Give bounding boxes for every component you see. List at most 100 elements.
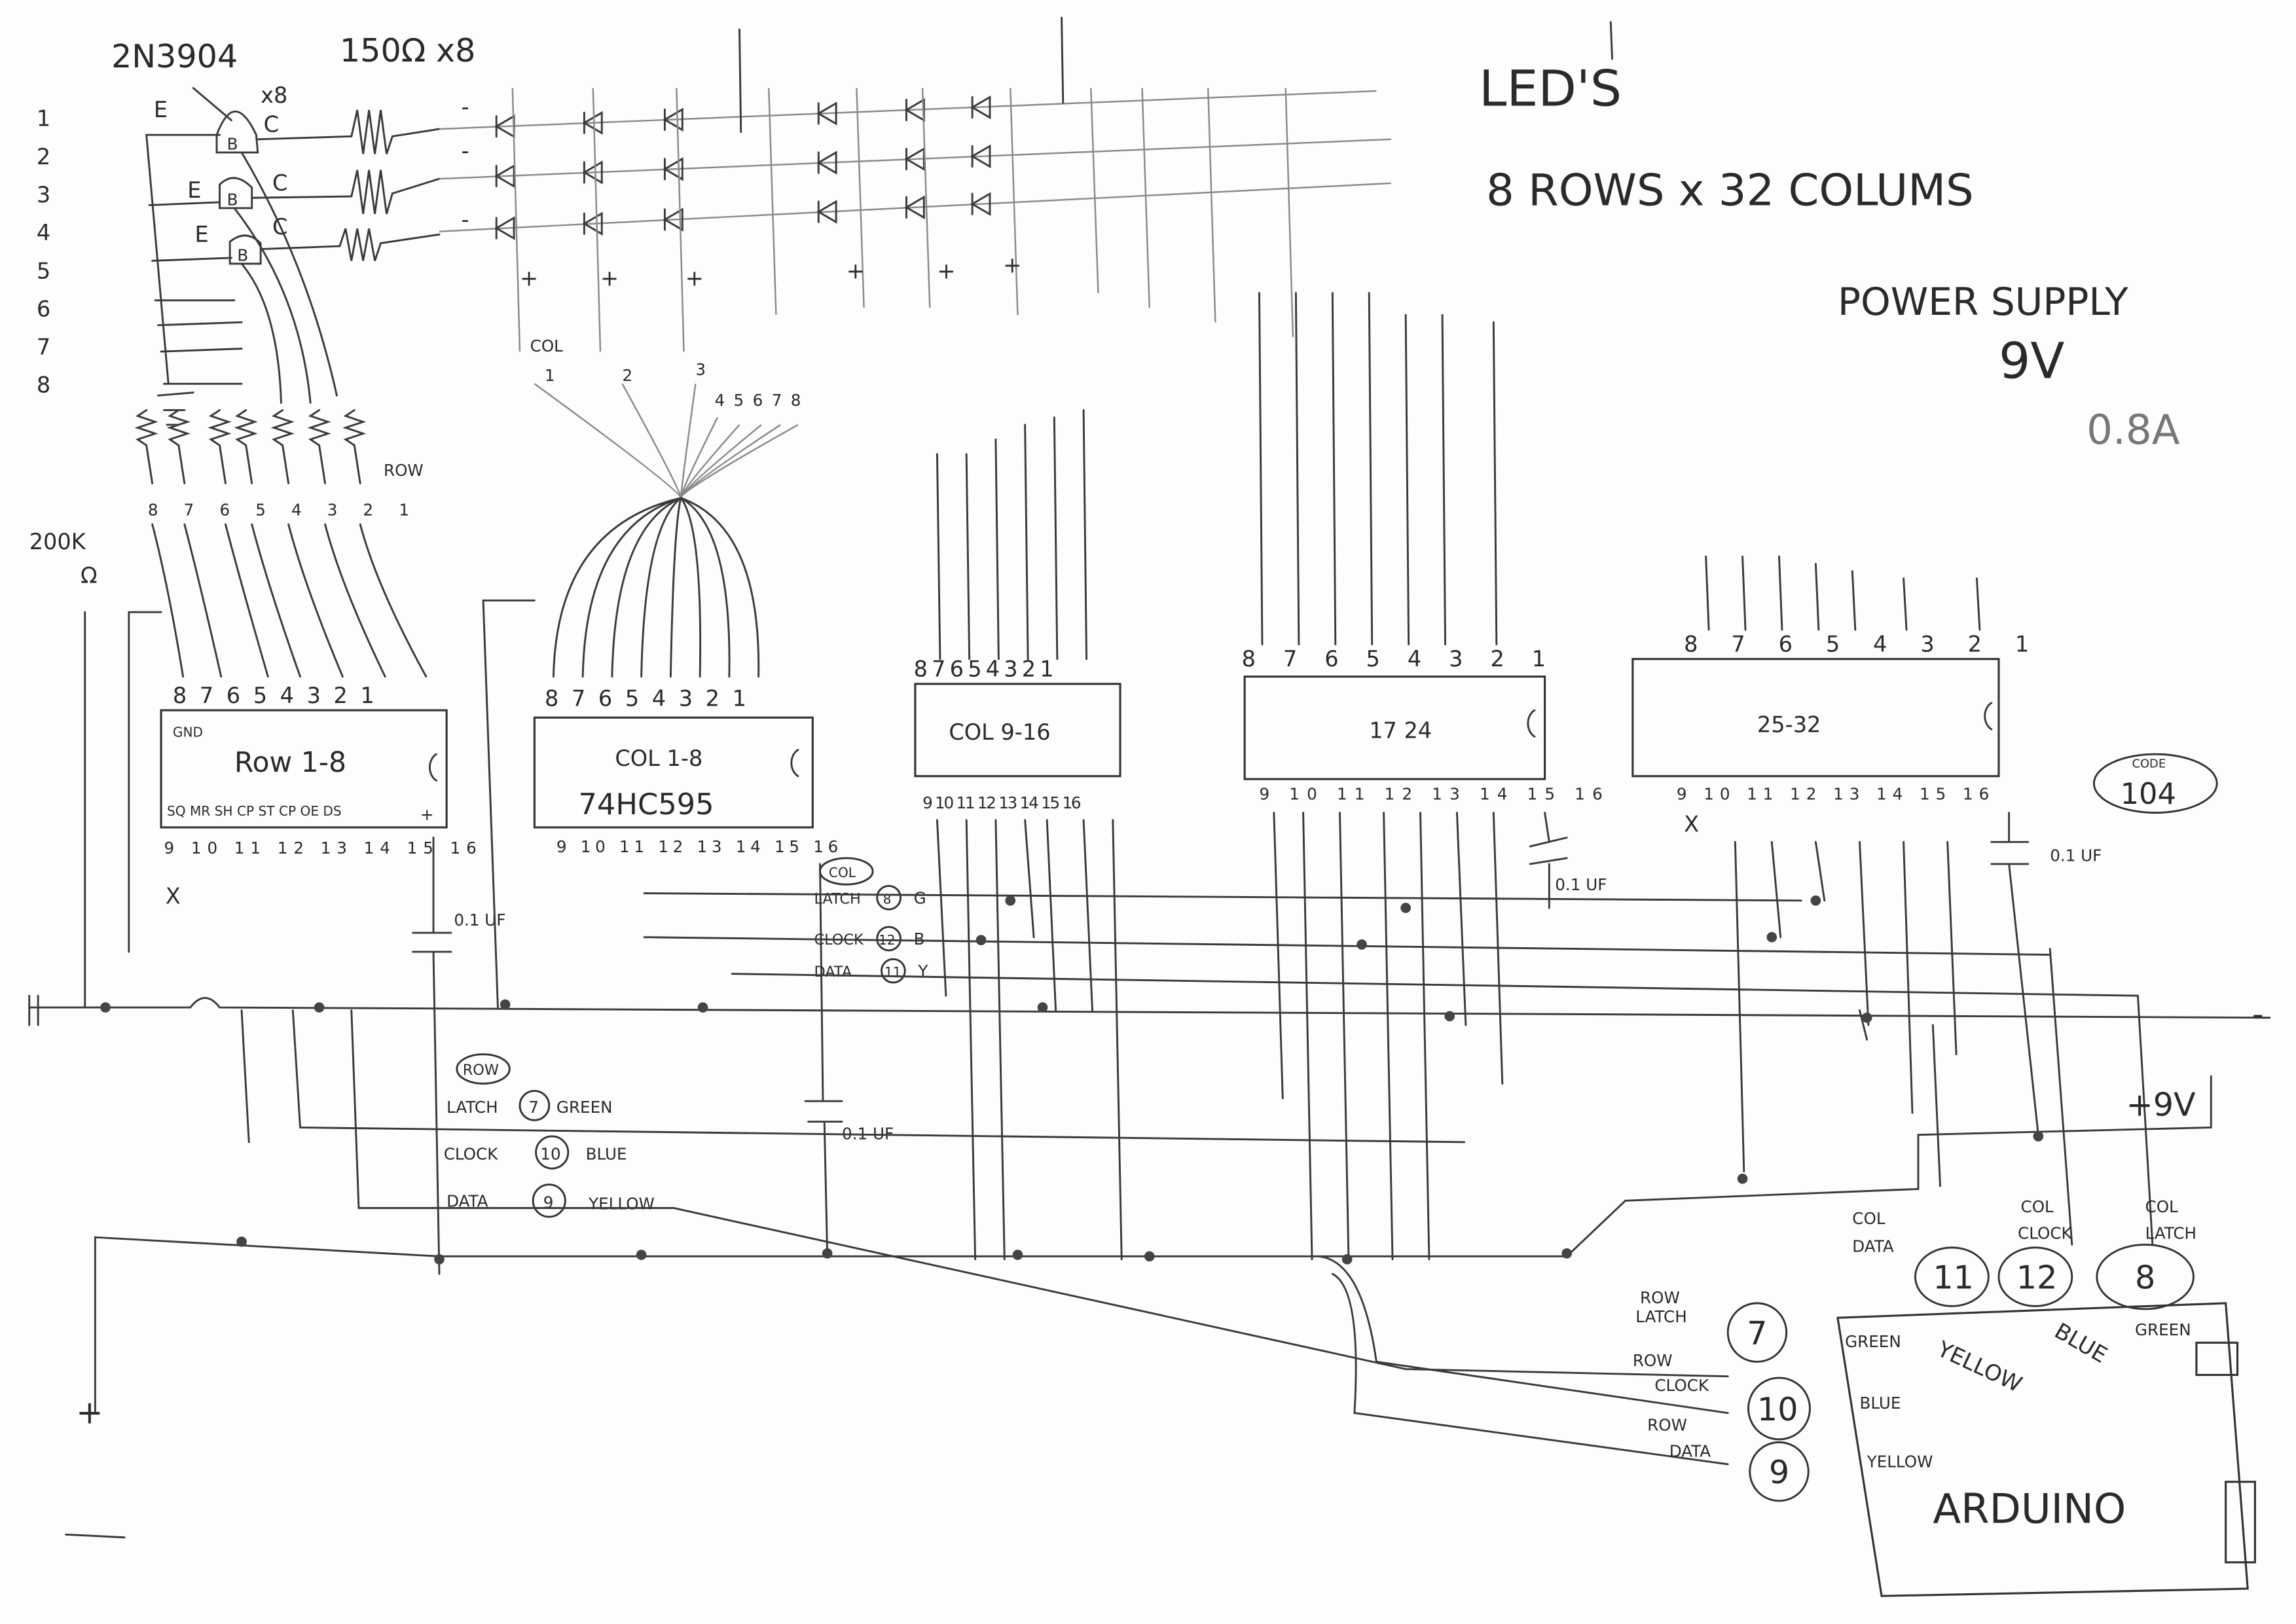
chip-output-wire: [1112, 819, 1123, 1261]
capacitor-2: 0.1 UF: [804, 863, 894, 1257]
led-row-lines: [439, 90, 1391, 232]
base-wires: [233, 151, 338, 404]
svg-text:COL 9-16: COL 9-16: [949, 719, 1050, 745]
svg-text:25-32: 25-32: [1757, 712, 1821, 738]
junction-dot: [314, 1002, 325, 1013]
row-number: 7: [37, 334, 50, 360]
svg-text:CODE: CODE: [2132, 757, 2166, 770]
chip-input-wire: [1851, 570, 1857, 631]
svg-text:G: G: [914, 888, 926, 907]
column-wire: [1207, 88, 1216, 323]
svg-text:COL: COL: [829, 865, 856, 880]
title-power-supply: POWER SUPPLY: [1838, 280, 2128, 324]
fan-wire: [669, 497, 682, 678]
chip-col-1-8: 8 7 6 5 4 3 2 1 COL 1-8 74HC595 9 10 11 …: [533, 685, 838, 856]
svg-text:8 7 6 5 4 3 2 1: 8 7 6 5 4 3 2 1: [914, 657, 1053, 682]
svg-text:LATCH: LATCH: [1635, 1307, 1686, 1326]
fan-wire: [581, 497, 682, 678]
svg-text:BLUE: BLUE: [1859, 1394, 1901, 1413]
chip-input-wire: [1975, 577, 1981, 631]
svg-text:CLOCK: CLOCK: [1654, 1376, 1709, 1395]
resistor-icon: [307, 409, 331, 484]
svg-text:9: 9: [543, 1193, 554, 1212]
resistor-icon: [350, 109, 441, 154]
row-resistor-label: 150Ω x8: [340, 31, 476, 69]
svg-text:9 10 11 12 13 14 15 16: 9 10 11 12 13 14 15 16: [164, 839, 483, 857]
junction-dot: [1561, 1248, 1572, 1259]
led-icon: [663, 208, 683, 232]
resistor-icon: [208, 409, 232, 484]
svg-text:COL: COL: [2145, 1197, 2179, 1216]
title-voltage: 9V: [1999, 331, 2064, 389]
svg-text:17 24: 17 24: [1369, 718, 1432, 744]
plus-9v-label: +9V: [2126, 1086, 2196, 1124]
svg-text:CLOCK: CLOCK: [444, 1145, 499, 1164]
transistor-3: B E C: [194, 214, 287, 264]
junction-dot: [1357, 939, 1367, 950]
svg-text:0.1 UF: 0.1 UF: [1555, 875, 1607, 894]
junction-dot: [697, 1002, 708, 1013]
chip-output-wire: [1946, 840, 1958, 1056]
junction-dot: [1861, 1012, 1872, 1023]
chip-col-17-24: 8 7 6 5 4 3 2 1 17 24 9 10 11 12 13 14 1…: [1242, 646, 1603, 804]
svg-text:8 7 6 5 4 3 2 1: 8 7 6 5 4 3 2 1: [545, 685, 749, 711]
chip-wires: [936, 292, 1981, 1261]
junction-dot: [975, 935, 987, 946]
col-label: COL: [530, 336, 564, 355]
led-plus-label: +: [685, 265, 704, 291]
chip-output-wire: [1339, 812, 1350, 1261]
led-minus-label: -: [462, 94, 469, 120]
resistor-icon: [134, 409, 158, 484]
chip-output-wire: [1419, 812, 1430, 1261]
svg-text:BLUE: BLUE: [586, 1145, 627, 1164]
col-signal-labels: COL LATCH 8 G CLOCK 12 B DATA 11 Y: [814, 857, 928, 984]
fan-wire: [680, 497, 760, 678]
led-plus-label: +: [600, 265, 619, 291]
fan-wire: [680, 497, 702, 678]
chip-output-wire: [1273, 812, 1284, 1100]
chip-col-25-32: 8 7 6 5 4 3 2 1 25-32 9 10 11 12 13 14 1…: [1631, 632, 2029, 837]
row-number: 1: [37, 106, 50, 132]
row-wire: [324, 523, 386, 678]
svg-text:10: 10: [540, 1145, 560, 1164]
row-number: 4: [37, 220, 50, 245]
row-number: 8: [37, 372, 50, 398]
svg-text:9: 9: [1769, 1453, 1789, 1491]
chip-input-wire: [1705, 555, 1710, 631]
led-plus-label: +: [520, 265, 538, 291]
junction-dot: [100, 1002, 111, 1013]
svg-text:DATA: DATA: [1669, 1442, 1711, 1461]
led-icon: [494, 164, 515, 189]
led-minus-label: -: [462, 138, 469, 164]
led-icon: [494, 216, 515, 240]
row-signal-labels: ROW LATCH 7 GREEN CLOCK 10 BLUE DATA 9 Y…: [444, 1053, 655, 1218]
led-icon: [816, 200, 837, 224]
svg-text:11: 11: [884, 964, 902, 980]
junction-dot: [636, 1250, 647, 1260]
led-icon: [816, 151, 837, 175]
svg-text:E: E: [154, 97, 168, 122]
minus-terminal-line: [65, 1533, 126, 1539]
fan-wire: [621, 383, 682, 498]
svg-text:7: 7: [528, 1098, 539, 1117]
chip-input-wire: [936, 453, 941, 660]
svg-text:7: 7: [1747, 1314, 1767, 1352]
chip-output-wire: [1903, 840, 1914, 1114]
chip-output-wire: [994, 819, 1006, 1261]
chip-input-wire: [1492, 321, 1498, 645]
led-icon: [663, 107, 683, 132]
junction-dot: [2033, 1131, 2044, 1142]
ground-terminal-label: -: [2252, 995, 2264, 1033]
chip-input-wire: [1778, 555, 1783, 631]
column-wire: [1141, 88, 1150, 308]
row-number: 5: [37, 258, 50, 283]
col-number: 3: [695, 360, 706, 379]
svg-text:GND: GND: [173, 724, 203, 740]
row-wire: [287, 523, 344, 678]
capacitor-3: 0.1 UF: [1529, 812, 1607, 909]
svg-text:ROW: ROW: [1633, 1351, 1673, 1370]
arduino-col-pins: COL DATA 11 COL CLOCK 12 COL LATCH 8: [1852, 1197, 2196, 1310]
svg-text:E: E: [194, 221, 208, 247]
col-number: 4: [714, 391, 725, 410]
